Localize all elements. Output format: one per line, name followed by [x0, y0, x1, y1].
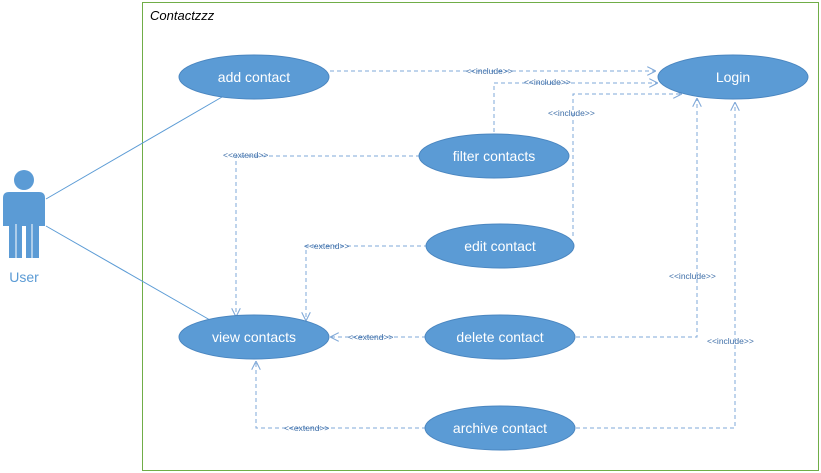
association-user-add-contact: [45, 96, 223, 200]
label-include-delete-login: <<include>>: [669, 271, 716, 281]
person-icon: [3, 170, 45, 258]
label-extend-filter-view: <<extend>>: [223, 150, 268, 160]
use-case-archive-contact-label: archive contact: [453, 420, 547, 436]
include-delete-login: [576, 99, 697, 338]
association-user-view-contacts: [45, 225, 211, 321]
include-archive-login: [576, 103, 735, 429]
extend-archive-view: [256, 362, 426, 429]
use-case-archive-contact: archive contact: [424, 405, 576, 451]
include-filter-login: [493, 83, 657, 132]
label-extend-edit-view: <<extend>>: [304, 241, 349, 251]
extend-filter-view: [236, 155, 420, 316]
extend-edit-view: [306, 245, 428, 320]
use-case-login: Login: [657, 54, 809, 100]
system-boundary: [142, 2, 819, 471]
use-case-add-contact-label: add contact: [218, 69, 290, 85]
system-title: Contactzzz: [150, 8, 215, 23]
label-extend-archive-view: <<extend>>: [284, 423, 329, 433]
use-case-login-label: Login: [716, 69, 750, 85]
use-case-add-contact: add contact: [178, 54, 330, 100]
actor-label: User: [9, 269, 39, 285]
label-include-add-login: <<include>>: [466, 66, 513, 76]
label-include-edit-login: <<include>>: [548, 108, 595, 118]
use-case-filter-contacts: filter contacts: [418, 133, 570, 179]
use-case-edit-contact: edit contact: [425, 223, 575, 269]
label-include-archive-login: <<include>>: [707, 336, 754, 346]
label-extend-delete-view: <<extend>>: [348, 332, 393, 342]
use-case-filter-contacts-label: filter contacts: [453, 148, 535, 164]
use-case-delete-contact-label: delete contact: [456, 329, 543, 345]
use-case-edit-contact-label: edit contact: [464, 238, 536, 254]
actor-user: User: [3, 170, 45, 285]
use-case-view-contacts: view contacts: [178, 314, 330, 360]
include-edit-login: [572, 94, 681, 236]
use-case-view-contacts-label: view contacts: [212, 329, 296, 345]
use-case-delete-contact: delete contact: [424, 314, 576, 360]
label-include-filter-login: <<include>>: [524, 77, 571, 87]
